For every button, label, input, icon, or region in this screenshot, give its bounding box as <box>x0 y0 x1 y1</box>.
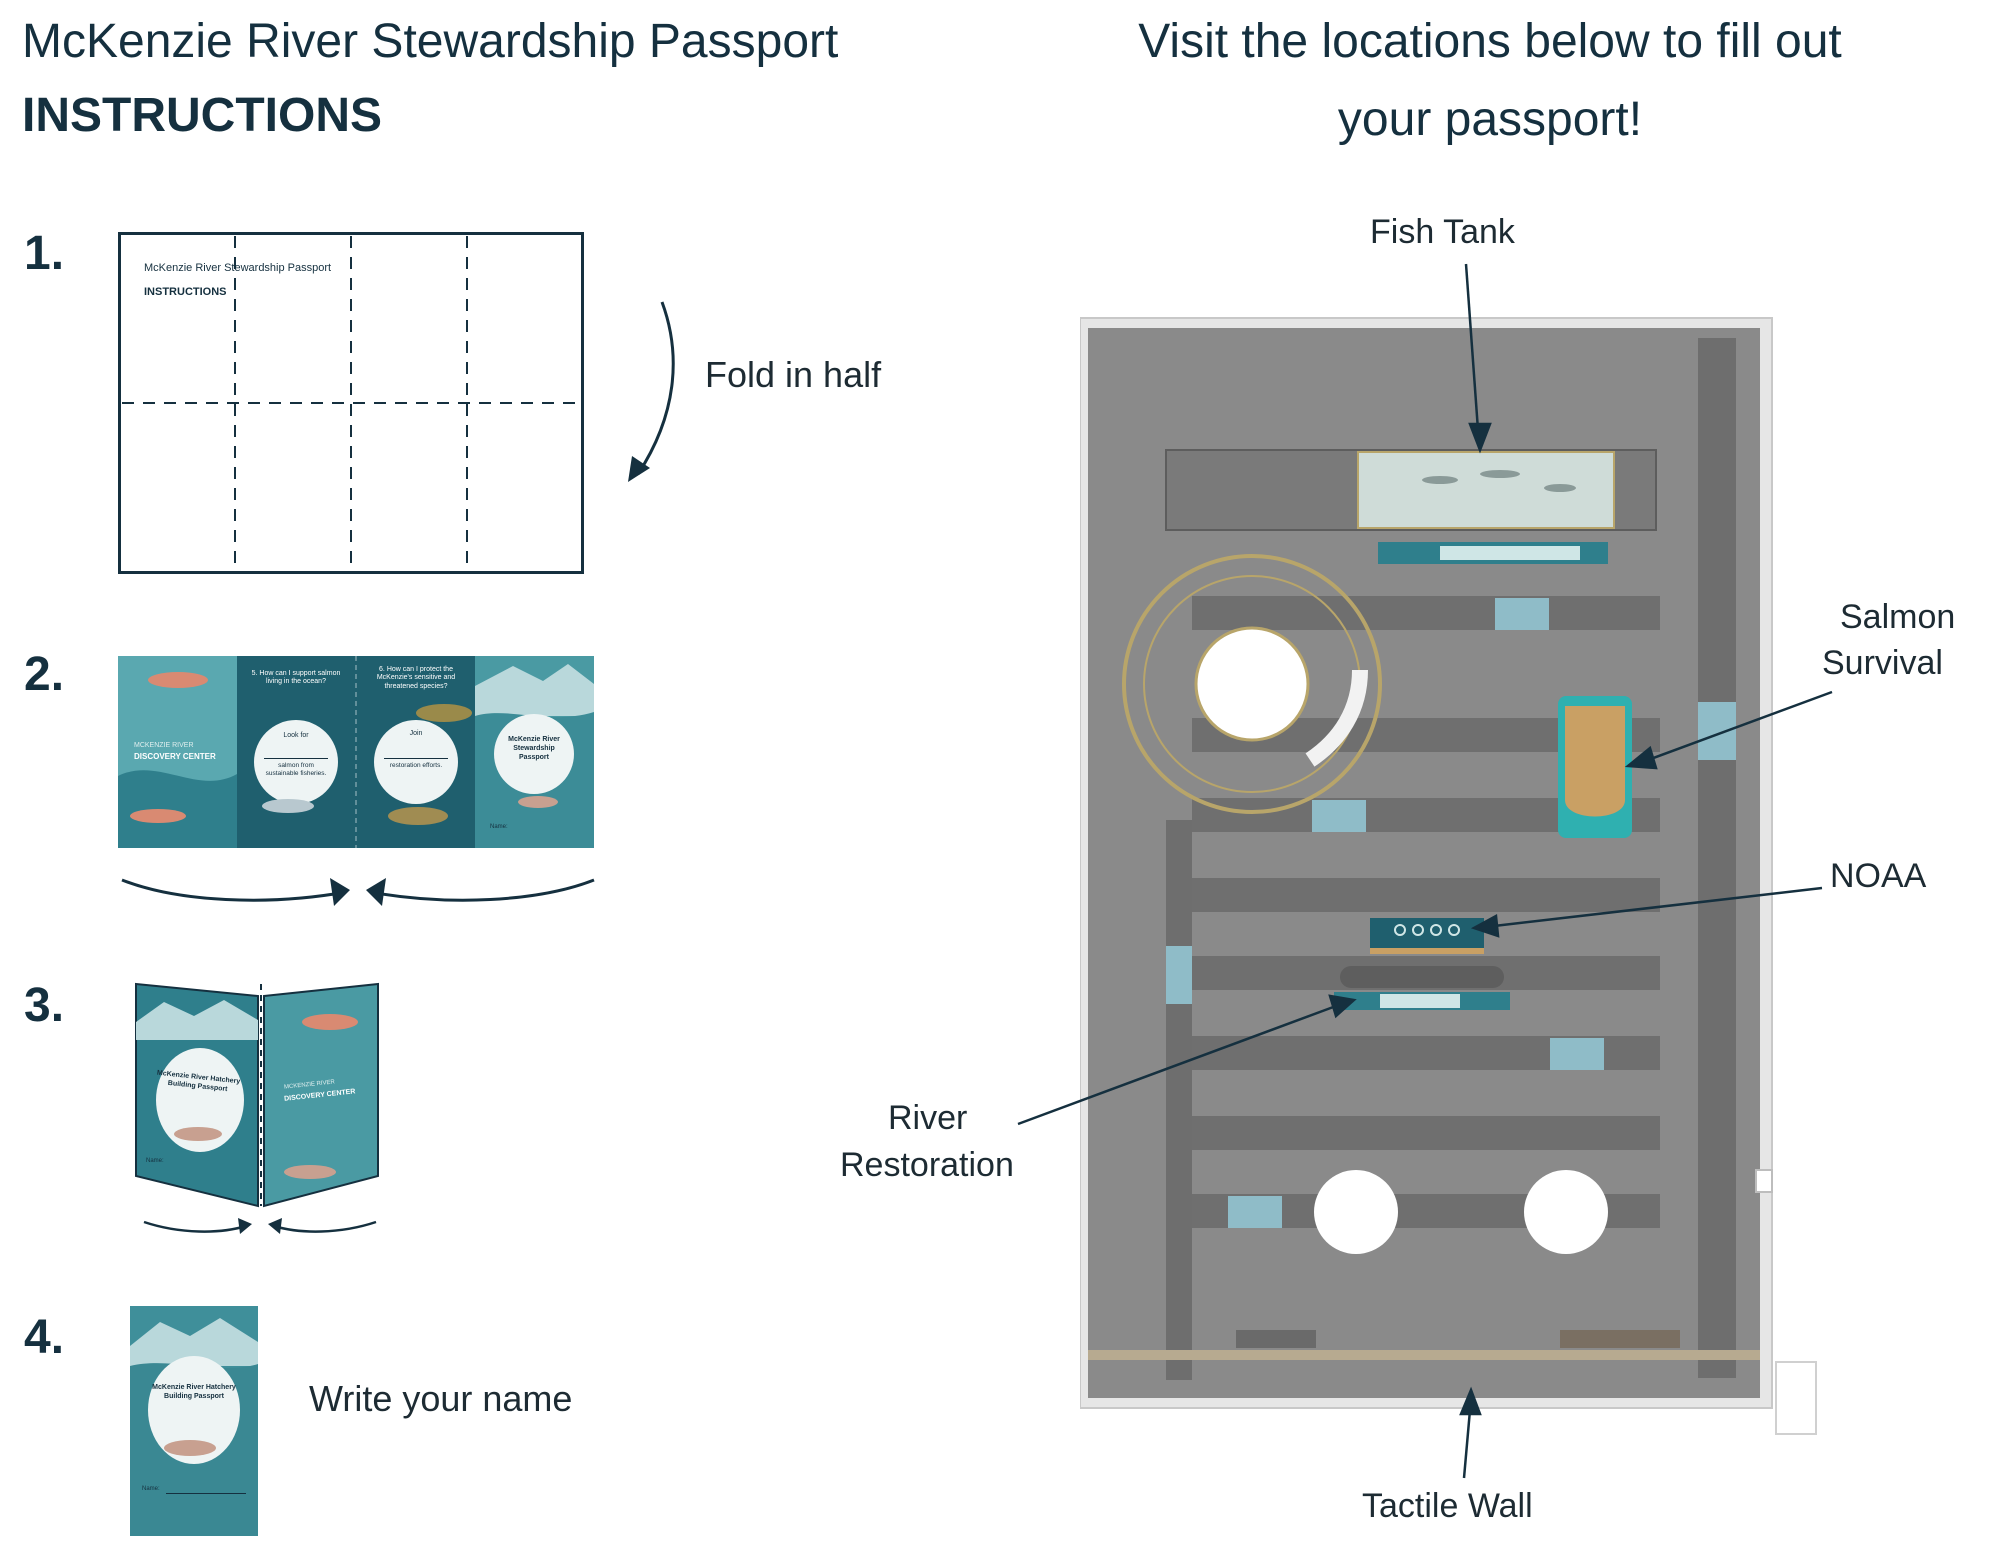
spiral-staircase <box>1122 554 1382 814</box>
floor-tile <box>1495 598 1549 630</box>
floor-stripe <box>1192 878 1660 912</box>
brochure-cover-name: Name: <box>490 824 508 830</box>
floor-tile <box>1312 800 1366 832</box>
brochure-brand-top: MCKENZIE RIVER <box>134 742 194 749</box>
round-table-right <box>1524 1170 1608 1254</box>
step-4-cover-name[interactable]: Name: <box>142 1486 160 1492</box>
page-subtitle: INSTRUCTIONS <box>22 89 382 142</box>
step-3-folded-passport: McKenzie River Hatchery Building Passpor… <box>134 982 380 1208</box>
panel5-question: 5. How can I support salmon living in th… <box>251 670 341 686</box>
fold-arrow-icon <box>628 301 675 482</box>
passport-cover-art <box>130 1306 258 1536</box>
sheet-subtitle: INSTRUCTIONS <box>144 286 227 298</box>
salmon-survival-label-line2: Survival <box>1822 644 1943 682</box>
right-corridor <box>1698 338 1736 1378</box>
step-4-label: Write your name <box>309 1378 573 1419</box>
round-table-left <box>1314 1170 1398 1254</box>
floor-tile <box>1698 702 1736 760</box>
panel5-answer: salmon from sustainable fisheries. <box>265 762 327 777</box>
brochure-cover-title: McKenzie River Stewardship Passport <box>508 736 560 761</box>
brochure-brand-bottom: DISCOVERY CENTER <box>134 752 216 761</box>
right-heading-line1: Visit the locations below to fill out <box>1138 15 1842 68</box>
panel5-answer-line <box>264 758 328 759</box>
step-2-number: 2. <box>24 648 65 701</box>
river-restoration-bench <box>1340 966 1504 988</box>
panel6-prompt: Join <box>409 730 423 737</box>
step-4-name-line <box>166 1493 246 1494</box>
step-4-number: 4. <box>24 1311 65 1364</box>
step-4-passport-cover: McKenzie River Hatchery Building Passpor… <box>130 1306 258 1536</box>
noaa-exhibit <box>1370 918 1484 948</box>
step-1-sheet-diagram <box>118 232 584 574</box>
close-fold-arrows-icon <box>143 1218 377 1234</box>
panel6-question: 6. How can I protect the McKenzie's sens… <box>376 666 456 690</box>
tactile-wall-right <box>1560 1330 1680 1348</box>
floor-stripe <box>1192 1116 1660 1150</box>
step-3-number: 3. <box>24 979 65 1032</box>
fish-tank-glass <box>1357 451 1615 529</box>
step-3-cover-name: Name: <box>146 1158 164 1164</box>
river-restoration-label-line2: Restoration <box>840 1146 1014 1184</box>
brochure-art <box>118 656 594 848</box>
folded-passport-art <box>135 982 379 1208</box>
fish-tank-label: Fish Tank <box>1370 213 1515 251</box>
step-4-cover-title: McKenzie River Hatchery Building Passpor… <box>152 1384 236 1400</box>
salmon-survival-label-line1: Salmon <box>1840 598 1956 636</box>
floor-tile <box>1166 946 1192 1004</box>
river-restoration-label-line1: River <box>888 1099 968 1137</box>
left-corridor <box>1166 820 1192 1380</box>
floor-plan <box>1080 317 1817 1435</box>
step-1-label: Fold in half <box>705 354 882 395</box>
right-heading-line2: your passport! <box>1337 93 1643 146</box>
page-title: McKenzie River Stewardship Passport <box>22 15 839 68</box>
step-1-sheet: McKenzie River Stewardship Passport INST… <box>118 232 584 574</box>
floor-tile <box>1550 1038 1604 1070</box>
panel6-answer: restoration efforts. <box>389 762 443 769</box>
sheet-title: McKenzie River Stewardship Passport <box>144 262 332 274</box>
tactile-wall-label: Tactile Wall <box>1362 1487 1533 1525</box>
inward-fold-arrows-icon <box>121 878 595 906</box>
floor-tile <box>1228 1196 1282 1228</box>
staircase-core <box>1194 626 1310 742</box>
floor-stripe <box>1192 596 1660 630</box>
panel6-answer-line <box>384 758 448 759</box>
tactile-wall-left <box>1236 1330 1316 1348</box>
panel5-prompt: Look for <box>283 732 309 739</box>
noaa-label: NOAA <box>1830 857 1927 895</box>
step-1-number: 1. <box>24 227 65 280</box>
step-2-brochure: MCKENZIE RIVER DISCOVERY CENTER 5. How c… <box>118 656 594 848</box>
